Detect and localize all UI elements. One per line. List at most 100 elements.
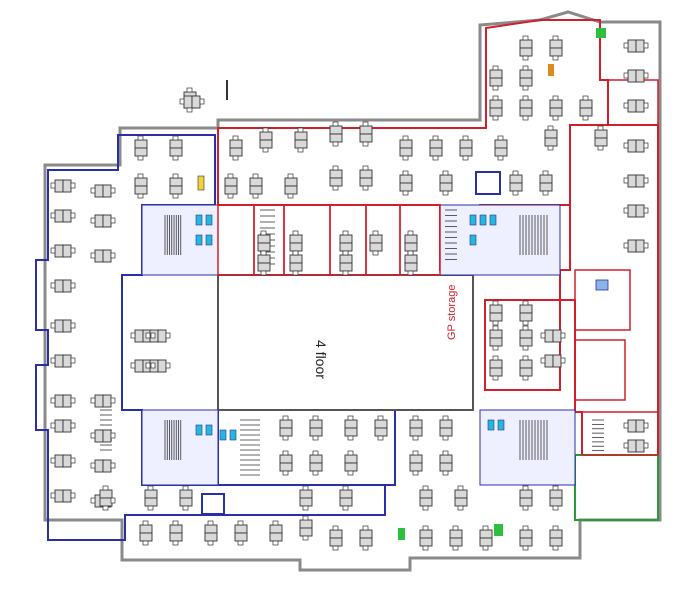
- desk: [257, 234, 271, 244]
- chair: [377, 415, 384, 421]
- chair: [412, 435, 419, 441]
- wc-fixture: [489, 214, 497, 226]
- desk: [635, 419, 645, 433]
- chair: [110, 252, 116, 259]
- desk: [404, 254, 418, 264]
- desk: [359, 169, 373, 179]
- desk: [289, 254, 303, 264]
- chair: [262, 127, 269, 133]
- marker-green-north: [596, 28, 606, 38]
- chair: [342, 505, 349, 511]
- chair: [442, 415, 449, 421]
- storage-label: GP storage: [446, 285, 458, 340]
- chair: [237, 540, 244, 546]
- desk: [134, 177, 148, 187]
- desk: [549, 39, 563, 49]
- chair: [623, 42, 629, 49]
- desk: [369, 234, 383, 244]
- chair: [90, 497, 96, 504]
- desk: [329, 125, 343, 135]
- wc-fixture: [487, 419, 495, 431]
- chair: [552, 115, 559, 121]
- desk: [139, 532, 153, 542]
- desk: [627, 39, 637, 53]
- chair: [422, 545, 429, 551]
- chair: [442, 470, 449, 476]
- chair: [232, 155, 239, 161]
- chair: [643, 42, 649, 49]
- chair: [312, 415, 319, 421]
- desk: [169, 177, 183, 187]
- desk: [284, 177, 298, 187]
- core-southwest: [141, 409, 219, 486]
- chair: [137, 173, 144, 179]
- desk: [549, 107, 563, 117]
- chair: [623, 242, 629, 249]
- zone-southeast: [574, 454, 659, 521]
- desk: [102, 394, 112, 408]
- chair: [492, 355, 499, 361]
- desk: [454, 497, 468, 507]
- wc-fixture: [195, 234, 203, 246]
- desk: [94, 184, 104, 198]
- desk: [134, 329, 144, 343]
- chair: [165, 332, 171, 339]
- desk: [234, 532, 248, 542]
- chair: [252, 173, 259, 179]
- chair: [312, 435, 319, 441]
- desk: [169, 147, 183, 157]
- cores: [141, 204, 576, 486]
- desk: [479, 529, 493, 539]
- desk: [234, 524, 248, 534]
- chair: [522, 320, 529, 326]
- chair: [227, 173, 234, 179]
- desk: [519, 99, 533, 109]
- desk: [549, 47, 563, 57]
- chair: [227, 193, 234, 199]
- chair: [70, 247, 76, 254]
- desk: [544, 329, 554, 343]
- chair: [402, 190, 409, 196]
- chair: [252, 193, 259, 199]
- chair: [90, 187, 96, 194]
- desk: [519, 69, 533, 79]
- chair: [492, 85, 499, 91]
- chair: [412, 470, 419, 476]
- chair: [362, 525, 369, 531]
- core-northeast: [439, 204, 561, 276]
- chair: [70, 422, 76, 429]
- chair: [643, 142, 649, 149]
- chair: [347, 470, 354, 476]
- desk: [449, 529, 463, 539]
- chair: [552, 35, 559, 41]
- chair: [582, 95, 589, 101]
- desk: [229, 147, 243, 157]
- chair: [172, 135, 179, 141]
- chair: [542, 170, 549, 176]
- chair: [260, 230, 267, 236]
- wc-fixtures: [195, 214, 505, 441]
- desk: [224, 177, 238, 187]
- desk: [635, 39, 645, 53]
- desk: [62, 489, 72, 503]
- chair: [70, 322, 76, 329]
- chair: [522, 355, 529, 361]
- desk: [62, 394, 72, 408]
- chair: [302, 505, 309, 511]
- chair: [552, 545, 559, 551]
- chair: [282, 435, 289, 441]
- chair: [522, 300, 529, 306]
- desk: [284, 185, 298, 195]
- desk: [269, 524, 283, 534]
- desk: [169, 524, 183, 534]
- desk: [549, 99, 563, 109]
- desk: [309, 454, 323, 464]
- desk: [259, 139, 273, 149]
- chair: [362, 141, 369, 147]
- wc-fixture: [469, 214, 477, 226]
- chair: [522, 345, 529, 351]
- chair: [432, 155, 439, 161]
- chair: [272, 520, 279, 526]
- desk: [344, 454, 358, 464]
- desk: [229, 139, 243, 149]
